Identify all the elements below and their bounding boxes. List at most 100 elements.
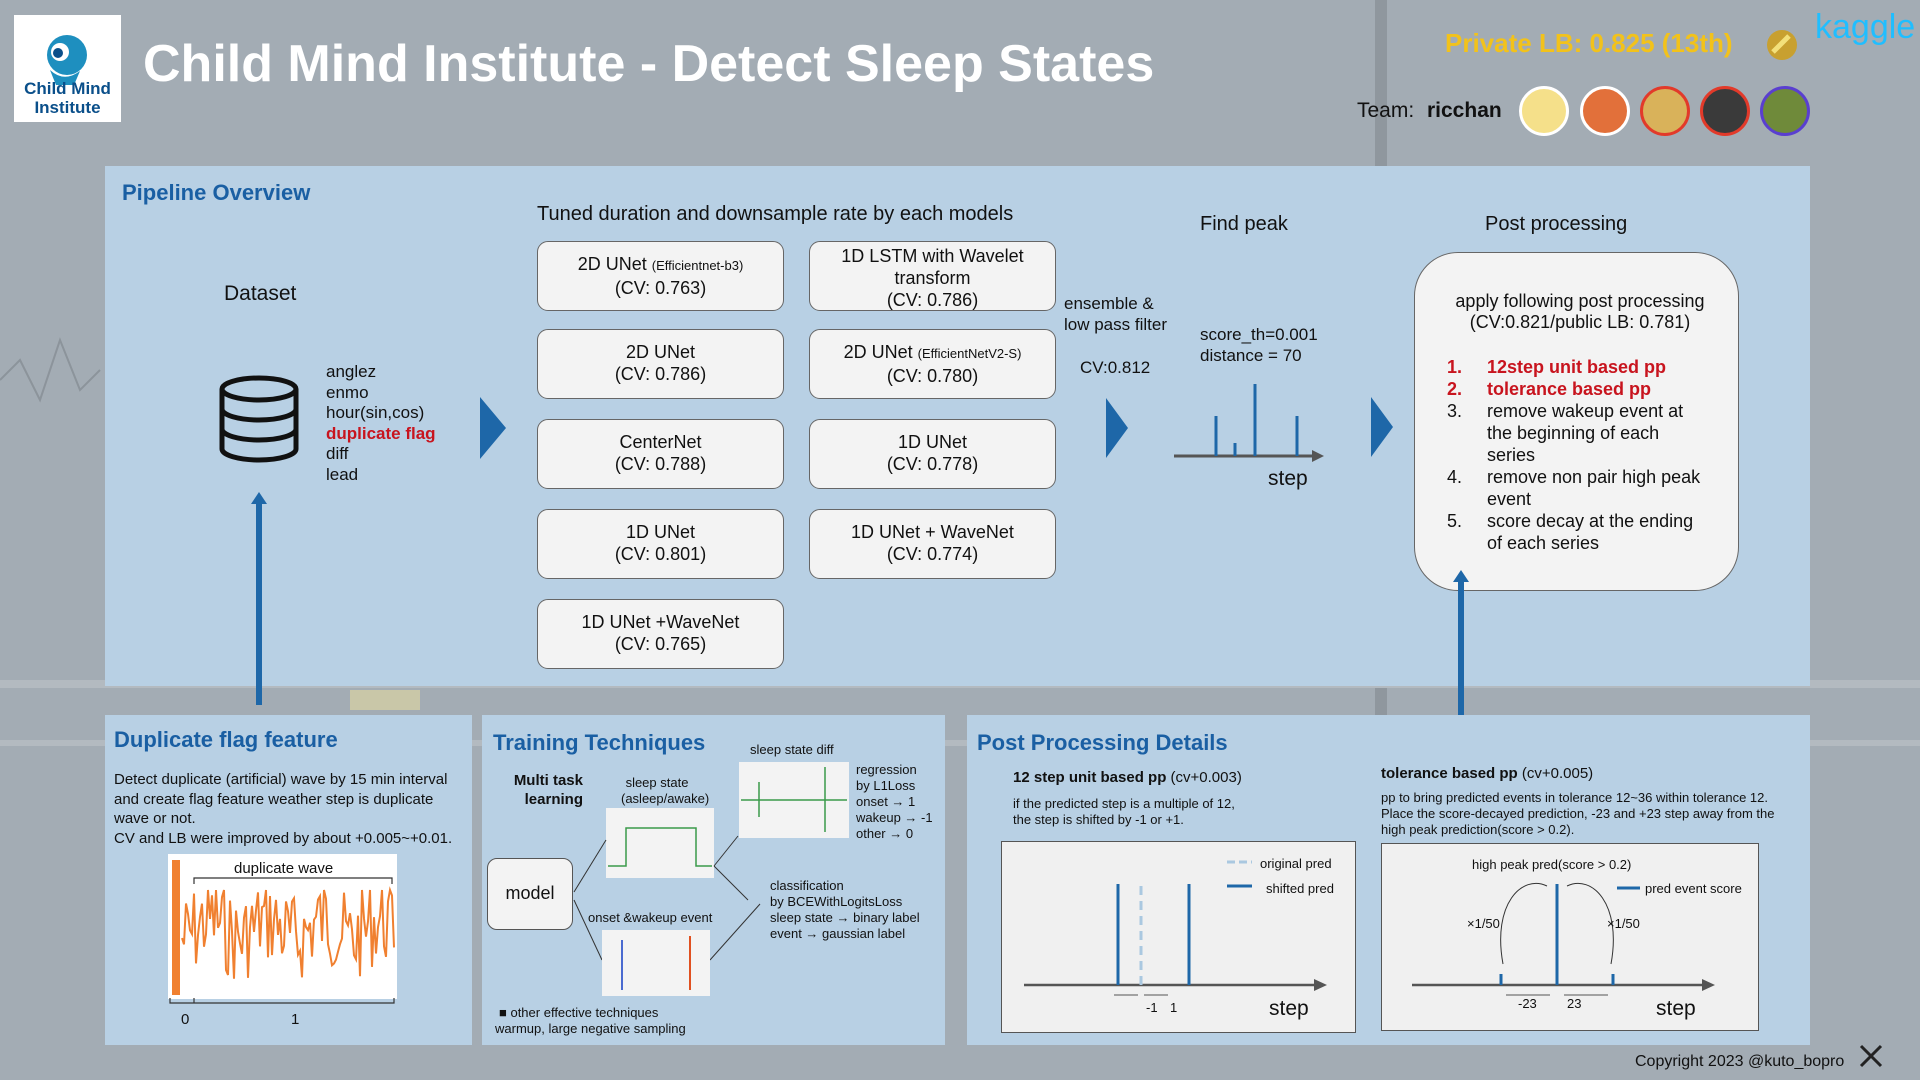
model-cv: (CV: 0.765) [614,634,707,654]
team-name: ricchan [1427,99,1502,122]
model-cv: (CV: 0.774) [886,544,979,564]
training-connectors [573,835,761,961]
model-name: 1D UNet [625,522,696,542]
database-icon [219,375,299,463]
pp1-tick-plus1: 1 [1170,1000,1178,1015]
logo-text-line2: Institute [34,98,101,117]
model-name: 2D UNet [577,254,647,274]
child-mind-logo: Child Mind Institute [14,15,121,122]
tick-1: 1 [291,1011,300,1028]
pp2-plot-drawing [1412,882,1715,996]
regression-text: regression by L1Loss onset → 1 wakeup → … [856,762,933,841]
model-name: 1D UNet [897,432,968,452]
model-cv: (CV: 0.786) [886,290,979,310]
model-note: (EfficientNetV2-S) [917,346,1022,361]
pipeline-title: Pipeline Overview [122,180,311,205]
arrow-up-icon [251,492,267,705]
model-name-line2: transform [894,268,971,288]
other-techniques-detail: warmup, large negative sampling [495,1021,686,1036]
duplicate-desc: Detect duplicate (artificial) wave by 15… [114,771,453,847]
training-title: Training Techniques [493,730,706,755]
sleep-diff-label: sleep state diff [750,742,834,757]
model-card-2d-unet: 2D UNet (CV: 0.786) [537,329,784,399]
tick-0: 0 [181,1011,190,1028]
find-peak-step-label: step [1268,467,1308,490]
arrow-up-icon [1453,570,1469,733]
pp1-plot [1001,841,1356,1033]
decay-left: ×1/50 [1467,916,1500,931]
find-peak-params: score_th=0.001 distance = 70 [1200,325,1318,366]
pp-list: 1.12step unit based pp 2.tolerance based… [1447,356,1742,554]
bullet-icon: ■ [499,1005,511,1020]
pp1-plot-drawing [1024,860,1327,996]
page-title: Child Mind Institute - Detect Sleep Stat… [143,35,1155,93]
model-card-1d-unet-wavenet-a: 1D UNet + WaveNet (CV: 0.774) [809,509,1056,579]
pp1-desc: if the predicted step is a multiple of 1… [1013,796,1235,827]
onset-wakeup-label: onset &wakeup event [588,910,713,925]
model-name: 1D UNet + WaveNet [851,522,1014,542]
team-avatar-2 [1580,86,1630,136]
copyright: Copyright 2023 @kuto_bopro [1635,1053,1845,1070]
model-note: (Efficientnet-b3) [651,258,744,273]
duplicate-title: Duplicate flag feature [114,727,338,752]
model-card-1d-unet-b: 1D UNet (CV: 0.801) [537,509,784,579]
model-name: 1D LSTM with Wavelet [841,246,1024,266]
pp-item: 2.tolerance based pp [1447,379,1652,399]
ensemble-cv: CV:0.812 [1080,358,1151,377]
dataset-label: Dataset [224,282,297,305]
ensemble-line2: low pass filter [1064,314,1167,334]
model-name: 1D UNet +WaveNet [581,612,740,632]
silver-medal-icon [1767,30,1797,60]
decay-right: ×1/50 [1607,916,1640,931]
pp1-tick-minus1: -1 [1146,1000,1158,1015]
model-cv: (CV: 0.778) [886,454,979,474]
ensemble-line1: ensemble & [1064,294,1154,313]
child-mind-head-icon [47,35,87,85]
feature-duplicate-flag: duplicate flag [326,423,436,443]
pp-item: 1.12step unit based pp [1447,357,1667,377]
pp-title: Post processing [1485,213,1628,235]
sleep-state-plot [606,808,714,878]
onset-wakeup-plot [602,930,710,996]
model-card-1d-lstm: 1D LSTM with Wavelet transform (CV: 0.78… [809,241,1056,311]
pp2-plot [1381,843,1759,1031]
arrow-right-icon [1371,397,1393,457]
classification-text: classification by BCEWithLogitsLoss slee… [770,878,920,941]
team-avatar-4 [1700,86,1750,136]
team-avatar-5 [1760,86,1810,136]
model-cv: (CV: 0.801) [614,544,707,564]
pp-intro-line2: (CV:0.821/public LB: 0.781) [1469,312,1691,332]
feature-lead: lead [326,464,359,484]
legend-shifted: shifted pred [1266,881,1334,896]
model-cv: (CV: 0.780) [886,366,979,386]
team-avatar-3 [1640,86,1690,136]
team-label: Team: [1357,99,1415,122]
duplicate-wave-plot [168,854,397,999]
logo-text-line1: Child Mind [24,79,111,98]
feature-hour: hour(sin,cos) [326,403,425,422]
pp2-step-label: step [1656,997,1696,1020]
pp-details-title: Post Processing Details [977,730,1228,755]
high-peak-label: high peak pred(score > 0.2) [1472,857,1632,872]
sleep-state-label: sleep state (asleep/awake) [621,775,710,806]
team-avatar-1 [1519,86,1569,136]
model-card-1d-unet-wavenet-b: 1D UNet +WaveNet (CV: 0.765) [537,599,784,669]
model-card-2d-unet-v2s: 2D UNet (EfficientNetV2-S) (CV: 0.780) [809,329,1056,399]
pp2-tick-plus23: 23 [1567,996,1582,1011]
model-card-1d-unet-a: 1D UNet (CV: 0.778) [809,419,1056,489]
feature-list: anglez enmo hour(sin,cos) duplicate flag… [326,362,436,485]
model-card-2d-unet-b3: 2D UNet (Efficientnet-b3) (CV: 0.763) [537,241,784,311]
model-node: model [487,858,573,930]
x-logo-icon[interactable] [1858,1043,1884,1069]
kaggle-logo: kaggle [1815,8,1916,46]
score-threshold: score_th=0.001 [1200,325,1318,344]
other-techniques: ■ other effective techniques [499,1005,659,1020]
arrow-right-icon [480,397,506,459]
pp-intro: apply following post processing (CV:0.82… [1430,291,1730,333]
pp1-step-label: step [1269,997,1309,1020]
find-peak-title: Find peak [1200,213,1288,235]
legend-event-score: pred event score [1645,881,1742,896]
model-cv: (CV: 0.788) [614,454,707,474]
pp2-title: tolerance based pp (cv+0.005) [1381,765,1594,782]
